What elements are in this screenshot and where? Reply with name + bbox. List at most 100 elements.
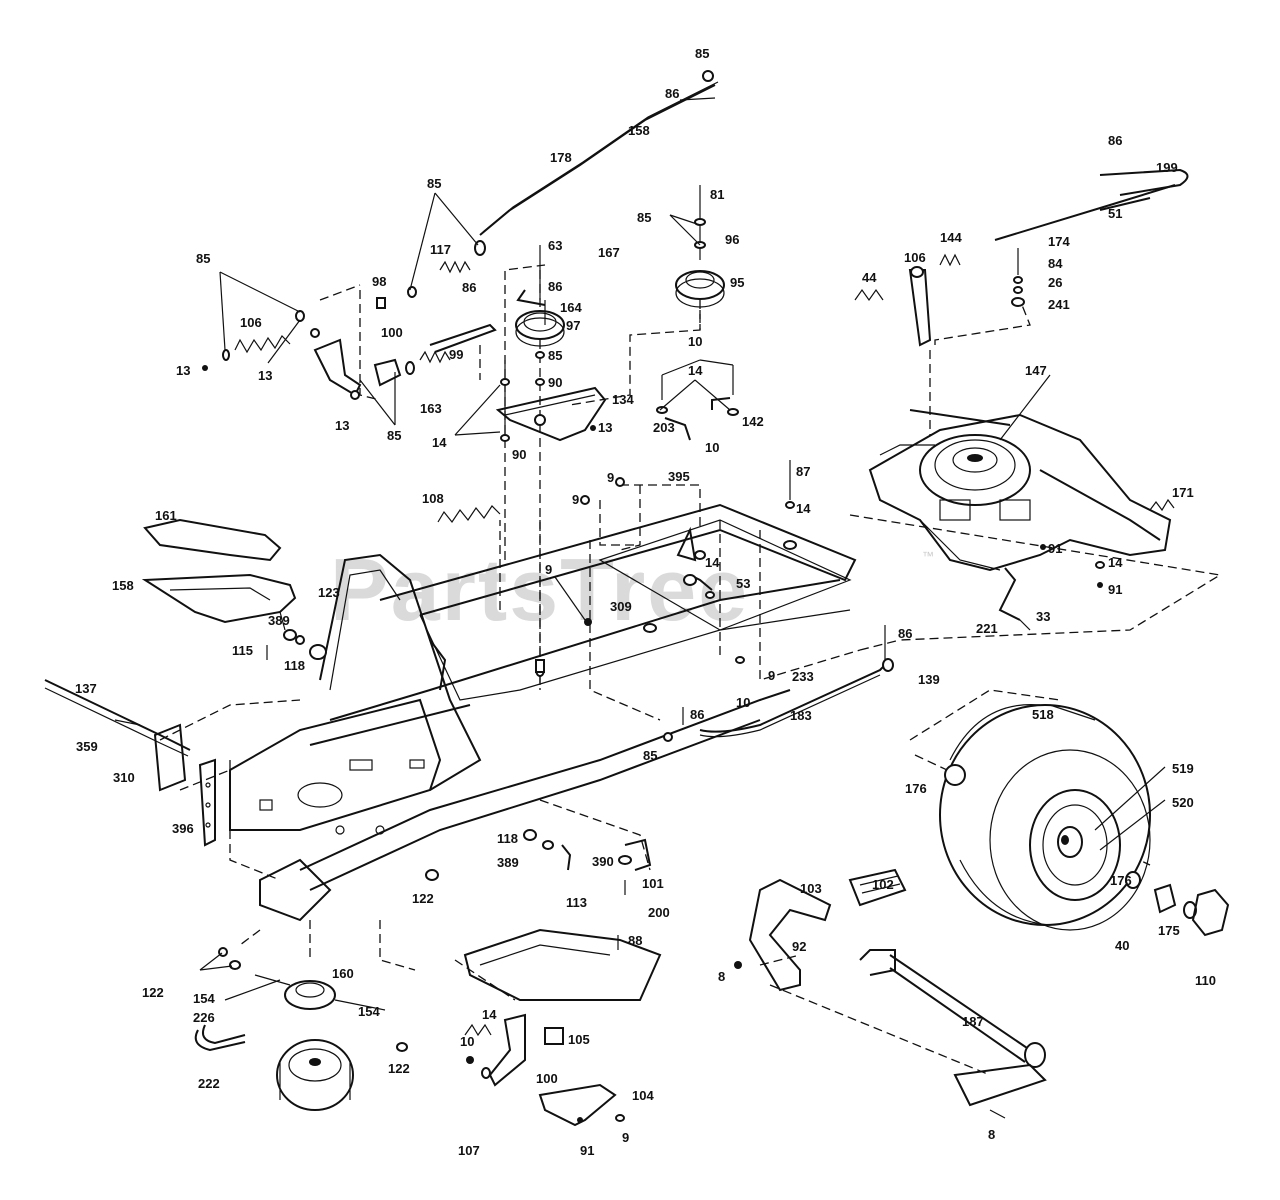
callout-118: 118 [497, 831, 518, 846]
callout-104: 104 [632, 1088, 654, 1103]
callout-161: 161 [155, 508, 177, 523]
callout-123: 123 [318, 585, 340, 600]
callout-154: 154 [193, 991, 215, 1006]
callout-309: 309 [610, 599, 632, 614]
callout-9: 9 [545, 562, 552, 577]
chassis-frame [229, 503, 861, 922]
callout-167: 167 [598, 245, 620, 260]
callout-221: 221 [976, 621, 998, 636]
callout-154: 154 [358, 1004, 380, 1019]
callout-86: 86 [548, 279, 562, 294]
callout-8: 8 [988, 1127, 995, 1142]
callout-86: 86 [462, 280, 476, 295]
callout-90: 90 [548, 375, 562, 390]
pedal-assembly [734, 868, 1047, 1119]
fasteners-upper [656, 365, 797, 550]
callout-85: 85 [643, 748, 657, 763]
callout-13: 13 [258, 368, 272, 383]
callout-85: 85 [548, 348, 562, 363]
callout-107: 107 [458, 1143, 480, 1158]
callout-91: 91 [1048, 541, 1062, 556]
callout-158: 158 [628, 123, 650, 138]
callout-115: 115 [232, 643, 253, 658]
callout-13: 13 [598, 420, 612, 435]
callout-171: 171 [1172, 485, 1194, 500]
callout-40: 40 [1115, 938, 1129, 953]
callout-203: 203 [653, 420, 675, 435]
callout-113: 113 [566, 895, 587, 910]
callout-10: 10 [705, 440, 719, 455]
upper-cables [479, 70, 1189, 738]
callout-176: 176 [1110, 873, 1132, 888]
callout-85: 85 [387, 428, 401, 443]
callout-199: 199 [1156, 160, 1178, 175]
callout-91: 91 [580, 1143, 594, 1158]
callout-144: 144 [940, 230, 962, 245]
callout-10: 10 [688, 334, 702, 349]
steering-shaft [44, 679, 216, 847]
callout-389: 389 [497, 855, 519, 870]
callout-241: 241 [1048, 297, 1070, 312]
callout-106: 106 [240, 315, 262, 330]
callout-51: 51 [1108, 206, 1122, 221]
callout-108: 108 [422, 491, 444, 506]
callout-142: 142 [742, 414, 764, 429]
leader-lines [199, 192, 1166, 1001]
callout-396: 396 [172, 821, 194, 836]
callout-87: 87 [796, 464, 810, 479]
callout-139: 139 [918, 672, 940, 687]
callout-395: 395 [668, 469, 690, 484]
callout-117: 117 [430, 242, 451, 257]
callout-110: 110 [1195, 973, 1216, 988]
callout-389: 389 [268, 613, 290, 628]
callout-122: 122 [142, 985, 164, 1000]
callout-122: 122 [388, 1061, 410, 1076]
misc-hardware [535, 477, 894, 742]
callout-85: 85 [196, 251, 210, 266]
callout-98: 98 [372, 274, 386, 289]
callout-8: 8 [718, 969, 725, 984]
callout-9: 9 [622, 1130, 629, 1145]
callout-519: 519 [1172, 761, 1194, 776]
rear-wheel [939, 704, 1230, 937]
callout-226: 226 [193, 1010, 215, 1025]
callout-390: 390 [592, 854, 614, 869]
callout-178: 178 [550, 150, 572, 165]
callout-164: 164 [560, 300, 582, 315]
callout-160: 160 [332, 966, 354, 981]
callout-10: 10 [460, 1034, 474, 1049]
callout-9: 9 [607, 470, 614, 485]
callout-134: 134 [612, 392, 634, 407]
callout-359: 359 [76, 739, 98, 754]
callout-100: 100 [536, 1071, 558, 1086]
transmission [868, 409, 1172, 572]
callout-187: 187 [962, 1014, 984, 1029]
callout-222: 222 [198, 1076, 220, 1091]
callout-175: 175 [1158, 923, 1180, 938]
callout-176: 176 [905, 781, 927, 796]
callout-14: 14 [1108, 555, 1123, 570]
idler-bracket [495, 360, 607, 442]
callout-labels: 85 86 158 178 85 117 85 106 13 13 98 100… [75, 46, 1216, 1158]
callout-85: 85 [427, 176, 441, 191]
seat-plates [141, 518, 327, 660]
callout-90: 90 [512, 447, 526, 462]
callout-92: 92 [792, 939, 806, 954]
callout-103: 103 [800, 881, 822, 896]
callout-33: 33 [1036, 609, 1050, 624]
callout-122: 122 [412, 891, 434, 906]
center-pulleys [515, 185, 725, 386]
callout-14: 14 [688, 363, 703, 378]
callout-147: 147 [1025, 363, 1047, 378]
callout-163: 163 [420, 401, 442, 416]
callout-10: 10 [736, 695, 750, 710]
callout-95: 95 [730, 275, 744, 290]
callout-310: 310 [113, 770, 135, 785]
callout-86: 86 [1108, 133, 1122, 148]
callout-81: 81 [710, 187, 724, 202]
callout-13: 13 [176, 363, 190, 378]
callout-9: 9 [572, 492, 579, 507]
callout-99: 99 [449, 347, 463, 362]
callout-101: 101 [642, 876, 664, 891]
